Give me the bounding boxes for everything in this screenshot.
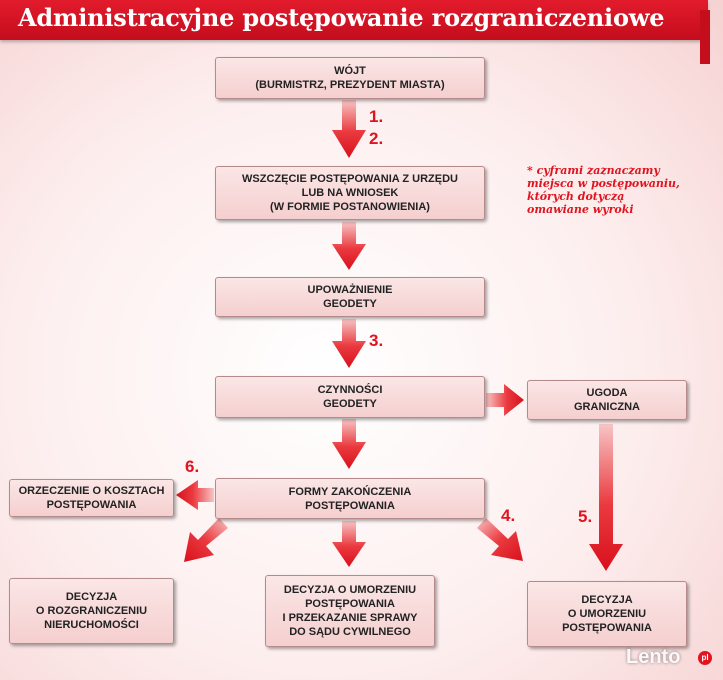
arrow-wojt-to-wszczecie [332,100,366,158]
arrow-upowaznienie-to-czynnosci [332,319,366,368]
box-upowaznienie: Upoważnienie geodety [215,277,485,317]
watermark-badge: pl [698,651,712,665]
box-wojt: Wójt (burmistrz, prezydent miasta) [215,57,485,99]
arrow-czynnosci-to-formy [332,419,366,469]
box-decyzja-rozgraniczenie: Decyzja o rozgraniczeniu nieruchomości [9,578,174,644]
marker-6: 6. [185,457,200,476]
box-decyzja-umorzenie: Decyzja o umorzeniu postępowania [527,581,687,647]
box-orzeczenie: Orzeczenie o kosztach postępowania [9,479,174,517]
arrow-wszczecie-to-upowaznienie [332,222,366,270]
box-formy: Formy zakończenia postępowania [215,478,485,519]
legend-note: * cyframi zaznaczamy miejsca w postępowa… [527,164,680,216]
watermark-logo: Lento [626,646,681,668]
diagram-title: Administracyjne postępowanie rozgranicze… [18,3,665,32]
box-czynnosci: Czynności geodety [215,376,485,418]
arrow-formy-to-decyzja-rozgraniczenie [184,518,228,562]
arrow-formy-to-decyzja-sad [332,521,366,567]
arrow-czynnosci-to-ugoda [486,384,524,416]
marker-5: 5. [578,507,593,526]
marker-3: 3. [369,331,384,350]
arrow-ugoda-to-decyzja-umorzenie [589,424,623,571]
box-wszczecie: Wszczęcie postępowania z urzędu lub na w… [215,166,485,220]
title-bar: Administracyjne postępowanie rozgranicze… [0,0,708,40]
arrow-formy-to-decyzja-umorzenie [477,518,523,561]
box-ugoda: Ugoda graniczna [527,380,687,420]
arrow-formy-to-orzeczenie [176,480,214,510]
marker-2: 2. [369,129,384,148]
title-bar-tab [700,10,710,64]
marker-4: 4. [501,506,516,525]
marker-1: 1. [369,107,384,126]
box-decyzja-sad: Decyzja o umorzeniu postępowania i przek… [265,575,435,647]
